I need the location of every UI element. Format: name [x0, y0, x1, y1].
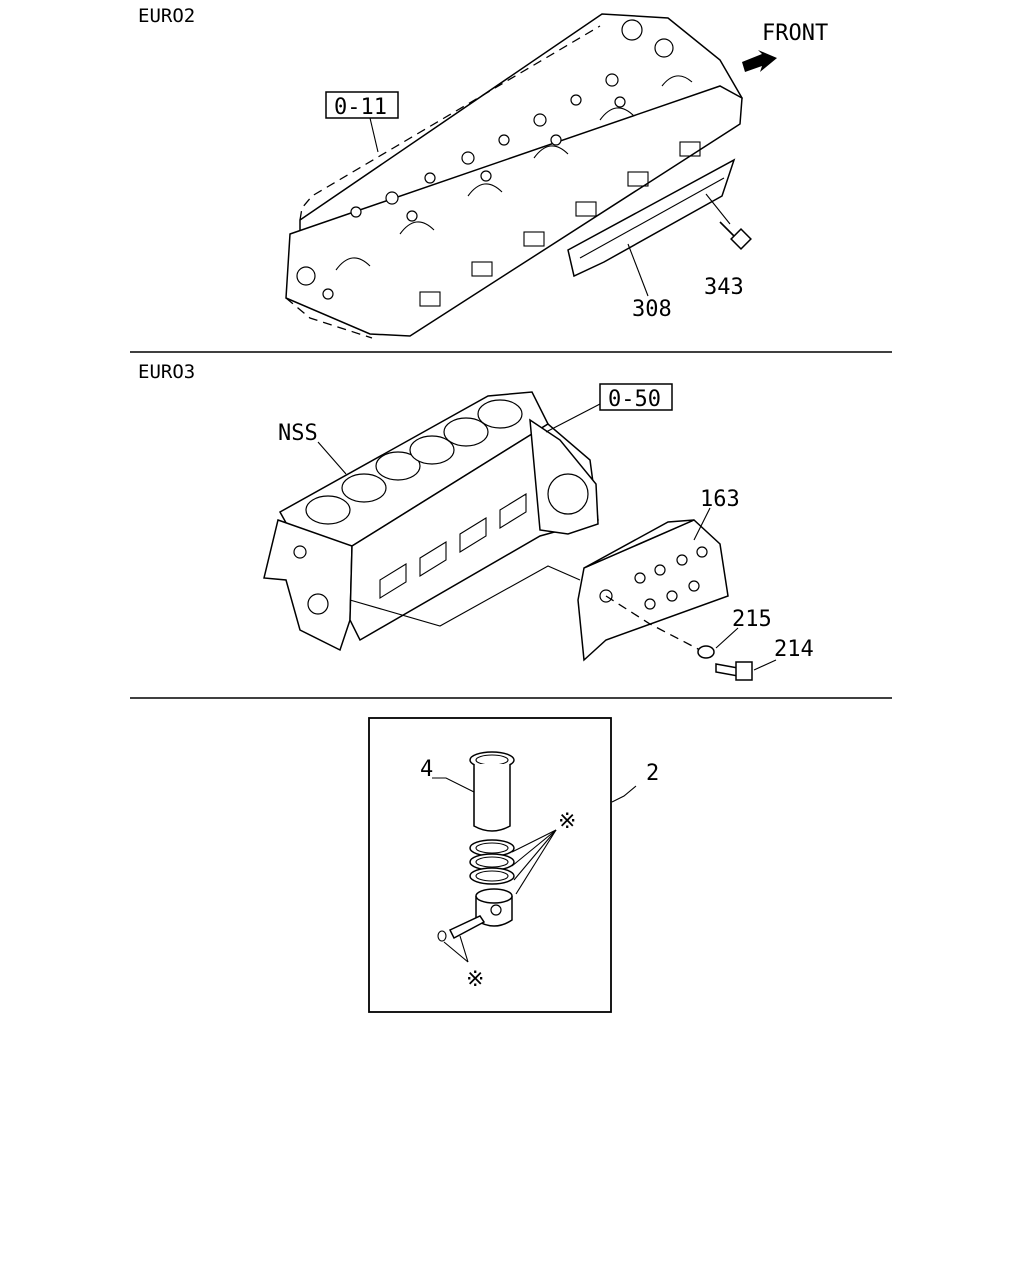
section-label-euro2: EURO2: [138, 5, 195, 27]
section-label-euro3: EURO3: [138, 361, 195, 383]
leader-star-1: [511, 829, 557, 853]
leader-343: [705, 193, 731, 225]
leader-0-50: [545, 403, 601, 433]
leader-star-pin-2: [459, 935, 469, 963]
front-direction-label: FRONT: [762, 21, 828, 46]
gasket-308-drawing: [567, 158, 736, 278]
note-mark-rings: ※: [558, 809, 576, 834]
part-label-343: 343: [704, 275, 744, 300]
leader-0-11: [369, 117, 379, 153]
part-label-2: 2: [646, 761, 659, 786]
piston-rings-drawing: [469, 839, 515, 885]
leader-star-2: [511, 829, 557, 867]
leader-star-pin-1: [443, 941, 469, 963]
leader-star-4: [515, 829, 557, 895]
front-arrow-icon: [742, 50, 777, 72]
leader-4: [432, 777, 475, 793]
leader-star-3: [513, 829, 557, 881]
part-label-214: 214: [774, 637, 814, 662]
note-mark-pin: ※: [466, 967, 484, 992]
cylinder-block-drawing: [263, 391, 599, 652]
ref-label-0-11: 0-11: [334, 95, 387, 120]
part-label-nss: NSS: [278, 421, 318, 446]
bolt-214-drawing: [715, 661, 753, 681]
leader-2: [611, 785, 637, 803]
washer-215-drawing: [697, 645, 715, 659]
leader-215: [715, 627, 739, 649]
part-label-163: 163: [700, 487, 740, 512]
bolt-343-drawing: [719, 221, 752, 250]
leader-block-cover: [349, 565, 581, 627]
cylinder-liner-drawing: [469, 751, 515, 832]
assembly-line-215: [605, 595, 701, 651]
leader-nss: [317, 441, 347, 475]
leader-163: [693, 507, 711, 541]
part-label-4: 4: [420, 757, 433, 782]
part-label-215: 215: [732, 607, 772, 632]
ref-box-0-50: [599, 383, 673, 411]
ref-label-0-50: 0-50: [608, 387, 661, 412]
piston-pin-drawing: [437, 915, 486, 942]
part-label-308: 308: [632, 297, 672, 322]
cylinder-head-drawing: [285, 13, 744, 339]
leader-214: [753, 659, 777, 671]
leader-308: [627, 243, 649, 297]
cover-163-drawing: [577, 519, 729, 662]
ref-box-0-11: [325, 91, 399, 119]
